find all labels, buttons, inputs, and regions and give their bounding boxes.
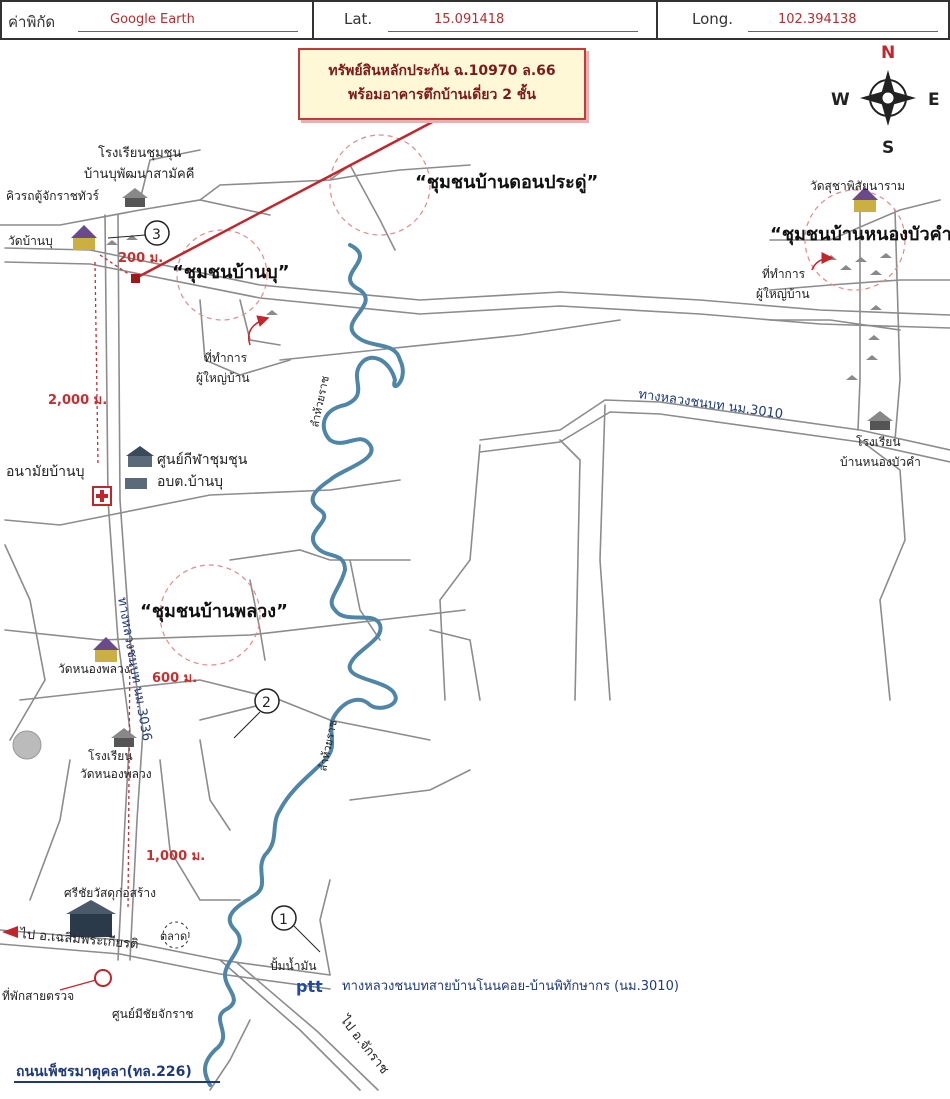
label-gas-station: ปั้มน้ำมัน bbox=[270, 957, 317, 973]
label-2000m: 2,000 ม. bbox=[48, 393, 107, 408]
place-labels: โรงเรียนชุมชุน บ้านบุพัฒนาสามัคคี คิวรถต… bbox=[2, 145, 921, 1022]
market-circle bbox=[162, 921, 190, 949]
label-headman-nbk-2: ผู้ใหญ่บ้าน bbox=[756, 287, 810, 302]
school-ban-bu-icon bbox=[122, 188, 148, 207]
lat-cell: Lat. 15.091418 bbox=[314, 2, 658, 38]
svg-text:3: 3 bbox=[152, 227, 161, 243]
label-road-phetcharat: ถนนเพ็ชรมาตุคลา(ทล.226) bbox=[16, 1062, 192, 1080]
compass-e: E bbox=[928, 90, 940, 110]
label-center-mee-chai: ศูนย์มีชัยจักราช bbox=[112, 1007, 194, 1022]
label-market: ตลาด bbox=[160, 930, 187, 943]
svg-text:2: 2 bbox=[262, 695, 271, 711]
label-health-center: อนามัยบ้านบุ bbox=[6, 464, 84, 480]
compass-n: N bbox=[881, 43, 895, 63]
label-school-nbk-2: บ้านหนองบัวคำ bbox=[840, 455, 921, 469]
sphere-marker bbox=[12, 730, 42, 760]
compass-s: S bbox=[882, 138, 894, 158]
school-icons bbox=[111, 188, 893, 747]
coord-source: Google Earth bbox=[110, 12, 195, 27]
community-circles bbox=[159, 134, 906, 666]
label-school-np-2: วัดหนองพลวง bbox=[80, 767, 152, 781]
sports-center-icon bbox=[125, 446, 154, 489]
label-road-3010: ทางหลวงชนบท นม.3010 bbox=[637, 387, 783, 422]
label-600m: 600 ม. bbox=[152, 671, 197, 686]
label-wat-ban-bu: วัดบ้านบุ bbox=[8, 234, 53, 249]
callout-line-2: พร้อมอาคารตึกบ้านเดี่ยว 2 ชั้น bbox=[348, 87, 536, 103]
callout-line-1: ทรัพย์สินหลักประกัน ฉ.10970 ล.66 bbox=[328, 63, 556, 79]
river-lam-huai-rat bbox=[203, 243, 405, 1087]
coordinate-header: ค่าพิกัด Google Earth Lat. 15.091418 Lon… bbox=[0, 0, 950, 40]
wat-suchapit-icon bbox=[852, 187, 878, 212]
label-don-pradu: “ชุมชนบ้านดอนประดู่” bbox=[415, 172, 598, 194]
label-driving: คิวรถตู้จักราชทัวร์ bbox=[6, 189, 100, 204]
collateral-property-marker bbox=[131, 274, 140, 283]
label-nong-bua-kham: “ชุมชนบ้านหนองบัวคำ” bbox=[770, 224, 950, 246]
school-nong-phluang-icon bbox=[111, 728, 137, 747]
lat-value: 15.091418 bbox=[434, 12, 505, 27]
school-nong-bua-kham-icon bbox=[867, 411, 893, 430]
hardware-store-icon bbox=[66, 900, 116, 937]
health-center-icon bbox=[92, 486, 112, 506]
label-checkpoint: ที่พักสายตรวจ bbox=[2, 987, 74, 1003]
label-to-chakkarat: ไป อ.จักราช bbox=[336, 1012, 392, 1078]
label-headman-bu-1: ที่ทำการ bbox=[204, 349, 248, 365]
label-school-bu-2: บ้านบุพัฒนาสามัคคี bbox=[84, 166, 194, 182]
label-school-nbk-1: โรงเรียน bbox=[856, 435, 901, 449]
distance-labels: 200 ม. 2,000 ม. 600 ม. 1,000 ม. bbox=[48, 251, 205, 864]
coord-label: ค่าพิกัด bbox=[8, 13, 56, 31]
label-school-bu-1: โรงเรียนชุมชุน bbox=[98, 145, 181, 161]
label-ban-phluang: “ชุมชนบ้านพลวง” bbox=[140, 601, 288, 623]
temple-icons bbox=[71, 187, 878, 662]
label-road-long: ทางหลวงชนบทสายบ้านโนนคอย-บ้านพิทักษากร (… bbox=[342, 978, 679, 994]
compass-rose: N S E W bbox=[831, 43, 940, 158]
road-network bbox=[0, 149, 950, 1091]
label-ban-bu: “ชุมชนบ้านบุ” bbox=[172, 262, 290, 284]
label-headman-bu-2: ผู้ใหญ่บ้าน bbox=[196, 371, 250, 386]
marker-2: 2 bbox=[233, 688, 280, 739]
label-1000m: 1,000 ม. bbox=[146, 849, 205, 864]
distance-lines bbox=[94, 254, 131, 911]
compass-w: W bbox=[831, 90, 850, 110]
long-label: Long. bbox=[692, 10, 734, 28]
checkpoint-icon bbox=[94, 969, 112, 987]
wat-ban-bu-icon bbox=[71, 225, 97, 250]
label-creek-1: ลำห้วยราช bbox=[308, 375, 332, 429]
wat-nong-phluang-icon bbox=[93, 637, 119, 662]
label-wat-nong-phluang: วัดหนองพลวง bbox=[58, 662, 130, 676]
label-school-np-1: โรงเรียน bbox=[88, 749, 133, 763]
label-sports-2: อบต.บ้านบุ bbox=[157, 474, 223, 490]
community-labels: “ชุมชนบ้านดอนประดู่” “ชุมชนบ้านบุ” “ชุมช… bbox=[140, 172, 950, 623]
callout-pointer-line bbox=[135, 116, 441, 280]
label-wat-suchapit: วัดสุชาพิสัยนาราม bbox=[810, 179, 905, 194]
location-map[interactable]: N S E W bbox=[0, 40, 950, 1099]
long-cell: Long. 102.394138 bbox=[658, 2, 950, 38]
marker-1: 1 bbox=[271, 905, 321, 953]
label-headman-nbk-1: ที่ทำการ bbox=[762, 265, 806, 281]
collateral-callout: ทรัพย์สินหลักประกัน ฉ.10970 ล.66 พร้อมอา… bbox=[298, 48, 586, 120]
label-200m: 200 ม. bbox=[118, 251, 163, 266]
label-hardware: ศรีชัยวัสดุก่อสร้าง bbox=[64, 886, 156, 901]
marker-3: 3 bbox=[107, 220, 170, 246]
svg-text:1: 1 bbox=[279, 912, 288, 928]
numbered-markers: 3 2 1 bbox=[107, 220, 321, 953]
label-ptt: ptt bbox=[296, 977, 323, 996]
lat-label: Lat. bbox=[344, 10, 373, 28]
coord-source-cell: ค่าพิกัด Google Earth bbox=[2, 2, 314, 38]
long-value: 102.394138 bbox=[778, 12, 857, 27]
label-creek-2: ลำห้วยราช bbox=[316, 719, 340, 773]
label-sports-1: ศูนย์กีฬาชุมชุน bbox=[157, 451, 248, 468]
